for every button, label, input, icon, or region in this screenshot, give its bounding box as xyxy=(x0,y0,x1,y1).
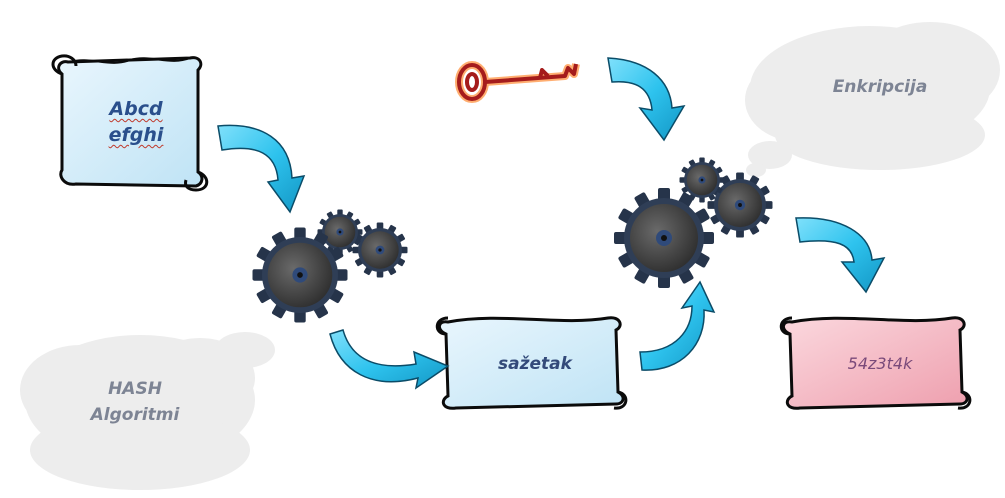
arrow-icon-5 xyxy=(796,218,884,292)
hash-label-line1: HASH xyxy=(60,376,210,402)
arrow-icon-2 xyxy=(330,330,448,388)
digest-label: sažetak xyxy=(470,352,600,376)
input-text: Abcd efghi xyxy=(86,96,186,148)
input-text-line1: Abcd xyxy=(86,96,186,122)
encryption-label: Enkripcija xyxy=(810,74,950,100)
gears-icon-hash xyxy=(253,210,408,323)
arrow-icon-1 xyxy=(218,125,304,212)
hash-label-line2: Algoritmi xyxy=(60,402,210,428)
key-icon xyxy=(459,64,576,99)
gears-icon-encryption xyxy=(614,158,773,289)
arrow-icon-4 xyxy=(608,58,684,140)
input-text-line2: efghi xyxy=(86,122,186,148)
hash-algorithms-label: HASH Algoritmi xyxy=(60,376,210,428)
arrow-icon-3 xyxy=(640,282,714,370)
result-label: 54z3t4k xyxy=(815,352,945,376)
